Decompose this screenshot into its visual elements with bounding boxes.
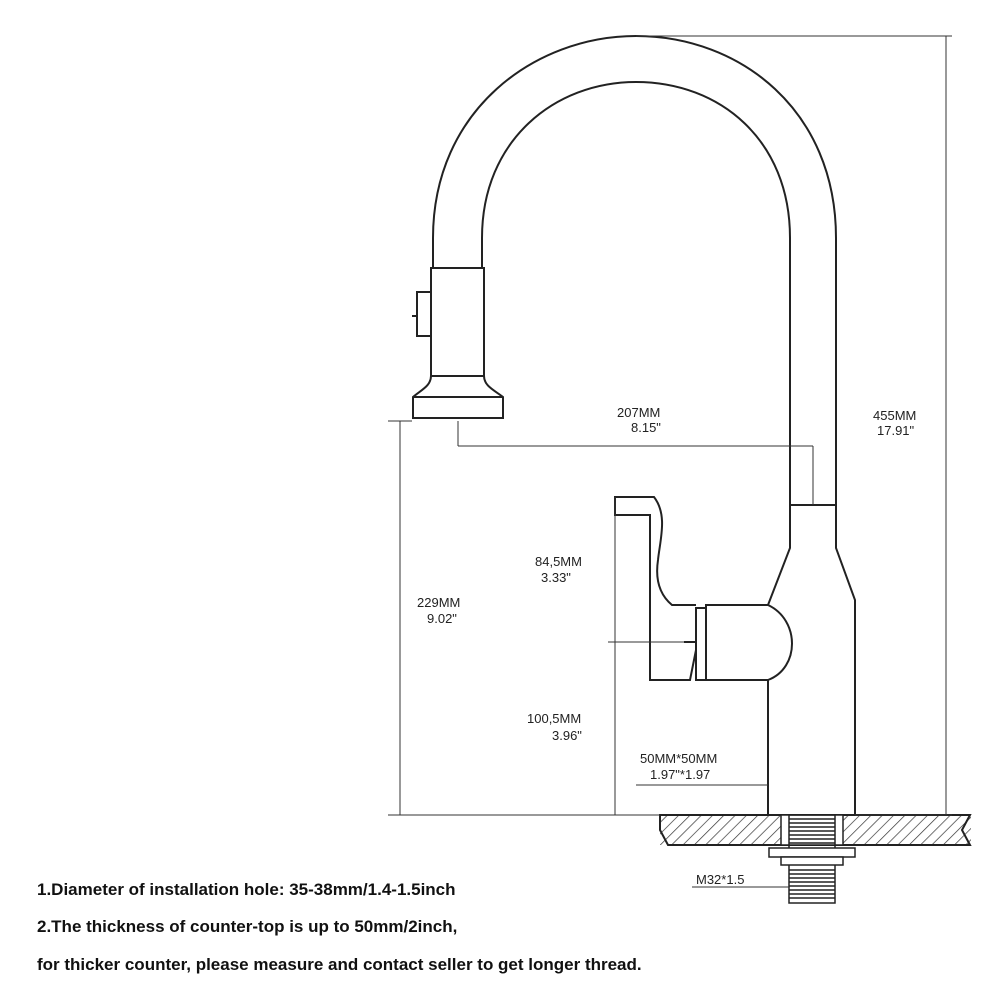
handle-height-mm-label: 100,5MM <box>527 711 581 726</box>
faucet-body <box>767 504 856 816</box>
installation-note-2: 2.The thickness of counter-top is up to … <box>37 917 458 936</box>
counter-top <box>659 814 972 846</box>
spout-height-inch-label: 9.02" <box>427 611 457 626</box>
handle <box>614 496 793 681</box>
thread-size-label: M32*1.5 <box>696 872 744 887</box>
handle-height-inch-label: 3.96" <box>552 728 582 743</box>
installation-note-1: 1.Diameter of installation hole: 35-38mm… <box>37 880 456 899</box>
total-height-inch-label: 17.91" <box>877 423 915 438</box>
handle-length-mm-label: 84,5MM <box>535 554 582 569</box>
reach-mm-label: 207MM <box>617 405 660 420</box>
handle-length-inch-label: 3.33" <box>541 570 571 585</box>
base-size-mm-label: 50MM*50MM <box>640 751 717 766</box>
spout-height-mm-label: 229MM <box>417 595 460 610</box>
base-size-inch-label: 1.97"*1.97 <box>650 767 710 782</box>
dimension-lines <box>388 35 952 888</box>
reach-inch-label: 8.15" <box>631 420 661 435</box>
total-height-mm-label: 455MM <box>873 408 916 423</box>
spray-head <box>412 267 504 419</box>
mounting-thread <box>768 814 856 904</box>
installation-note-3: for thicker counter, please measure and … <box>37 955 642 974</box>
